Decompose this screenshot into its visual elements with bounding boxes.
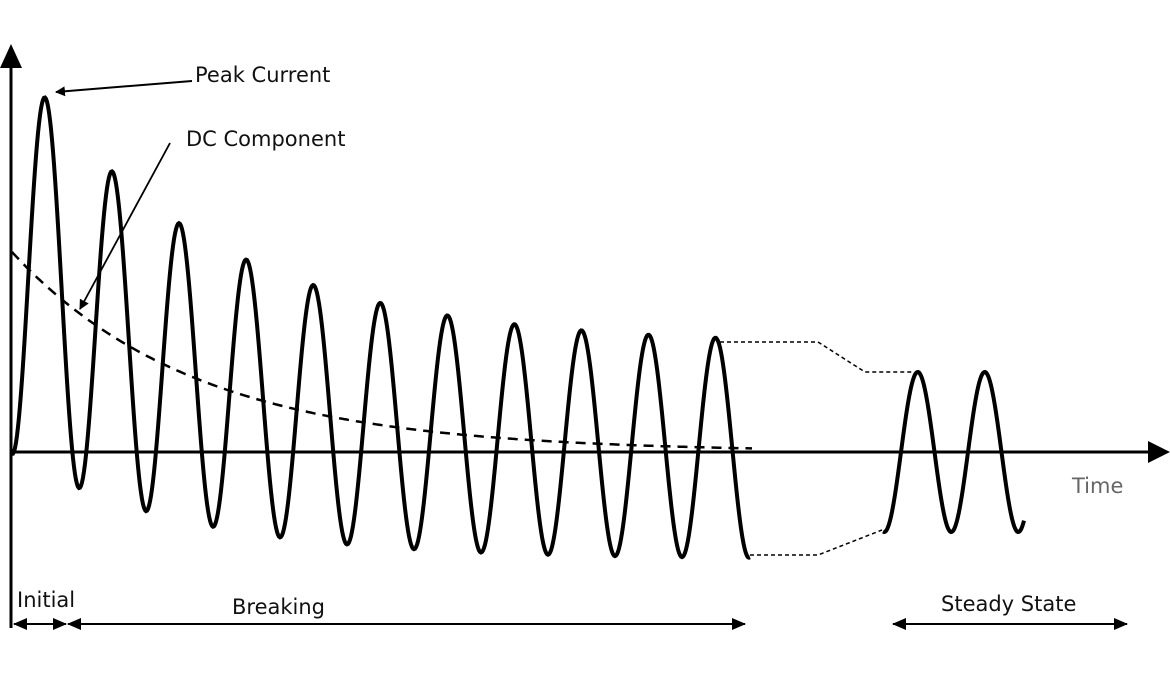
y-axis-arrowhead-icon xyxy=(0,44,22,68)
peak-current-pointer xyxy=(55,80,193,97)
fault-current-waveform xyxy=(11,95,751,560)
breaking-phase-label: Breaking xyxy=(232,595,325,619)
peak-current-label: Peak Current xyxy=(195,63,330,87)
dc-component-curve xyxy=(11,251,752,450)
steady-state-phase-label: Steady State xyxy=(941,592,1076,616)
upper-envelope-connector xyxy=(720,341,912,373)
initial-phase-label: Initial xyxy=(17,588,75,612)
steady-state-waveform xyxy=(882,369,1026,535)
dc-component-pointer xyxy=(79,142,171,310)
lower-envelope-connector xyxy=(750,529,883,556)
x-axis-arrowhead-icon xyxy=(1148,441,1170,463)
time-axis-label: Time xyxy=(1071,474,1123,498)
dc-component-label: DC Component xyxy=(186,127,345,151)
